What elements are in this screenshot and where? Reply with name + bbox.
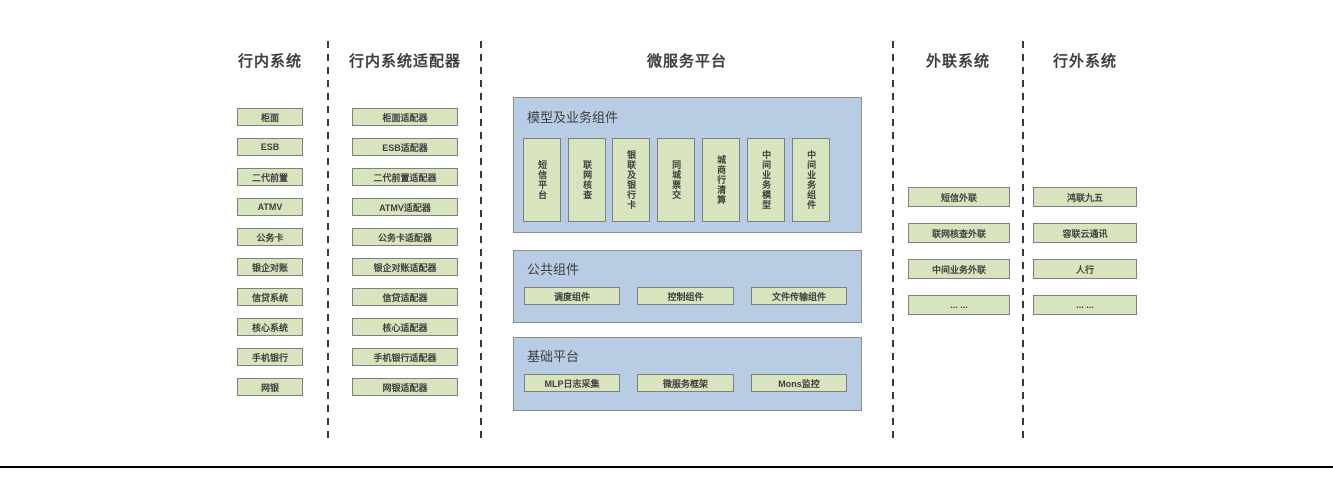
diagram-box: 联网核查外联 <box>908 223 1010 243</box>
diagram-box: 柜面适配器 <box>352 108 458 126</box>
diagram-box: 核心适配器 <box>352 318 458 336</box>
diagram-box: 调度组件 <box>524 287 620 305</box>
column-header-external-systems: 行外系统 <box>1052 53 1117 70</box>
column-divider <box>1022 41 1024 443</box>
diagram-box: 人行 <box>1033 259 1137 279</box>
column-header-microservice-platform: 微服务平台 <box>646 53 727 70</box>
diagram-box: 鸿联九五 <box>1033 187 1137 207</box>
column-divider <box>327 41 329 443</box>
diagram-box: 容联云通讯 <box>1033 223 1137 243</box>
diagram-box: 短信外联 <box>908 187 1010 207</box>
diagram-box: 核心系统 <box>237 318 303 336</box>
diagram-box: 控制组件 <box>637 287 734 305</box>
diagram-box: 手机银行 <box>237 348 303 366</box>
diagram-box: 同城票交 <box>657 138 695 222</box>
diagram-box: 文件传输组件 <box>751 287 847 305</box>
diagram-box: 短信平台 <box>523 138 561 222</box>
bottom-rule <box>0 466 1333 468</box>
diagram-box: 银联及银行卡 <box>612 138 650 222</box>
diagram-box: 柜面 <box>237 108 303 126</box>
diagram-box: ATMV适配器 <box>352 198 458 216</box>
diagram-box: ... ... <box>1033 295 1137 315</box>
diagram-box: 信贷适配器 <box>352 288 458 306</box>
diagram-box: MLP日志采集 <box>524 374 620 392</box>
diagram-box: ESB <box>237 138 303 156</box>
diagram-box: ... ... <box>908 295 1010 315</box>
diagram-box: 网银 <box>237 378 303 396</box>
diagram-box: ESB适配器 <box>352 138 458 156</box>
column-divider <box>480 41 482 443</box>
panel-title: 基础平台 <box>527 349 580 364</box>
diagram-box: 微服务框架 <box>637 374 734 392</box>
column-header-internal-adapters: 行内系统适配器 <box>348 53 461 70</box>
panel-title: 公共组件 <box>527 262 580 277</box>
diagram-box: 中间业务模型 <box>747 138 785 222</box>
diagram-box: 二代前置 <box>237 168 303 186</box>
diagram-box: 联网核查 <box>568 138 606 222</box>
diagram-box: Mons监控 <box>751 374 847 392</box>
column-divider <box>892 41 894 443</box>
diagram-box: 网银适配器 <box>352 378 458 396</box>
diagram-box: 城商行清算 <box>702 138 740 222</box>
diagram-box: 公务卡适配器 <box>352 228 458 246</box>
panel-common-components <box>513 250 862 323</box>
diagram-box: 银企对账 <box>237 258 303 276</box>
diagram-box: 中间业务组件 <box>792 138 830 222</box>
diagram-box: 银企对账适配器 <box>352 258 458 276</box>
diagram-box: ATMV <box>237 198 303 216</box>
panel-title: 模型及业务组件 <box>527 110 619 125</box>
diagram-box: 手机银行适配器 <box>352 348 458 366</box>
diagram-box: 信贷系统 <box>237 288 303 306</box>
diagram-box: 中间业务外联 <box>908 259 1010 279</box>
diagram-box: 公务卡 <box>237 228 303 246</box>
diagram-box: 二代前置适配器 <box>352 168 458 186</box>
column-header-internal-systems: 行内系统 <box>237 53 302 70</box>
column-header-outreach-systems: 外联系统 <box>925 53 990 70</box>
